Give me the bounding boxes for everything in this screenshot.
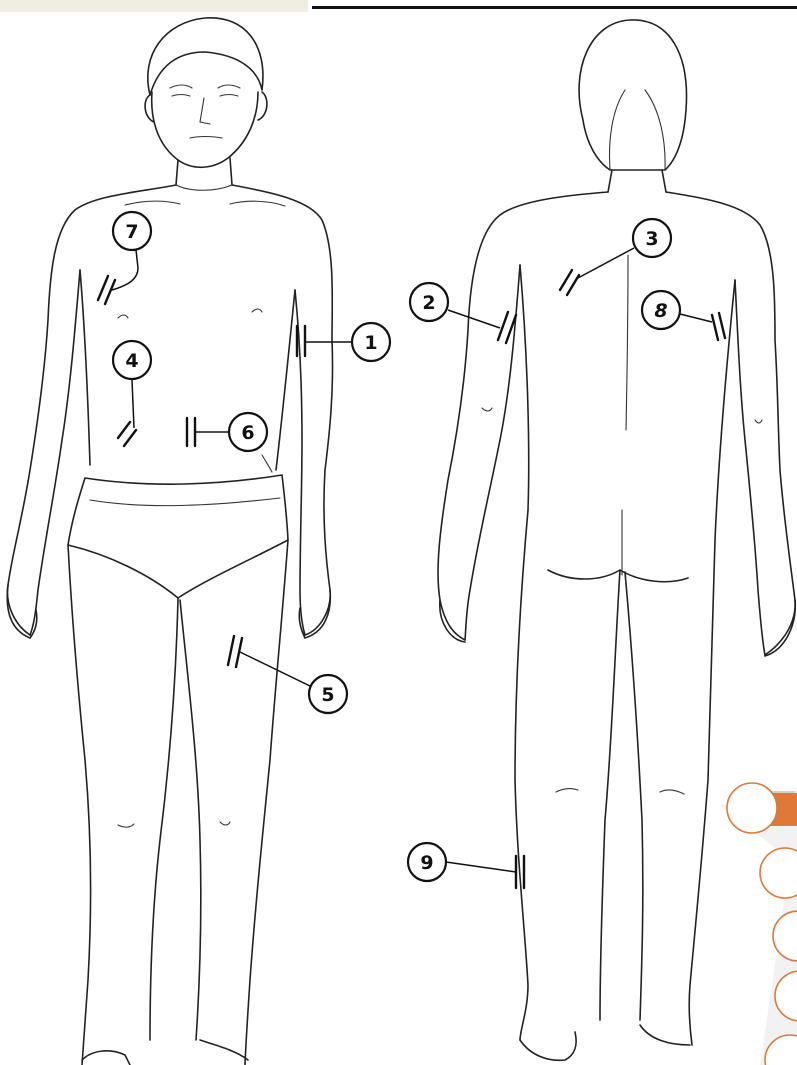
marker-8: 8 <box>642 291 725 340</box>
marker-5-label: 5 <box>321 684 334 706</box>
marker-5: 5 <box>228 636 347 713</box>
marker-8-label: 8 <box>654 300 667 322</box>
marker-9: 9 <box>408 843 524 888</box>
marker-3-label: 3 <box>645 228 658 250</box>
marker-7: 7 <box>98 212 151 304</box>
marker-4-label: 4 <box>125 350 138 372</box>
marker-6-label: 6 <box>241 422 254 444</box>
marker-6: 6 <box>187 413 267 451</box>
marker-1: 1 <box>297 323 390 361</box>
marker-4: 4 <box>113 341 151 446</box>
back-figure <box>438 20 795 1060</box>
marker-2: 2 <box>410 283 516 343</box>
marker-9-label: 9 <box>420 852 433 874</box>
marker-2-label: 2 <box>422 292 435 314</box>
decorative-corner <box>720 783 797 1065</box>
marker-7-label: 7 <box>125 221 138 243</box>
front-figure <box>7 18 332 1065</box>
marker-3: 3 <box>560 219 671 295</box>
marker-1-label: 1 <box>364 332 377 354</box>
